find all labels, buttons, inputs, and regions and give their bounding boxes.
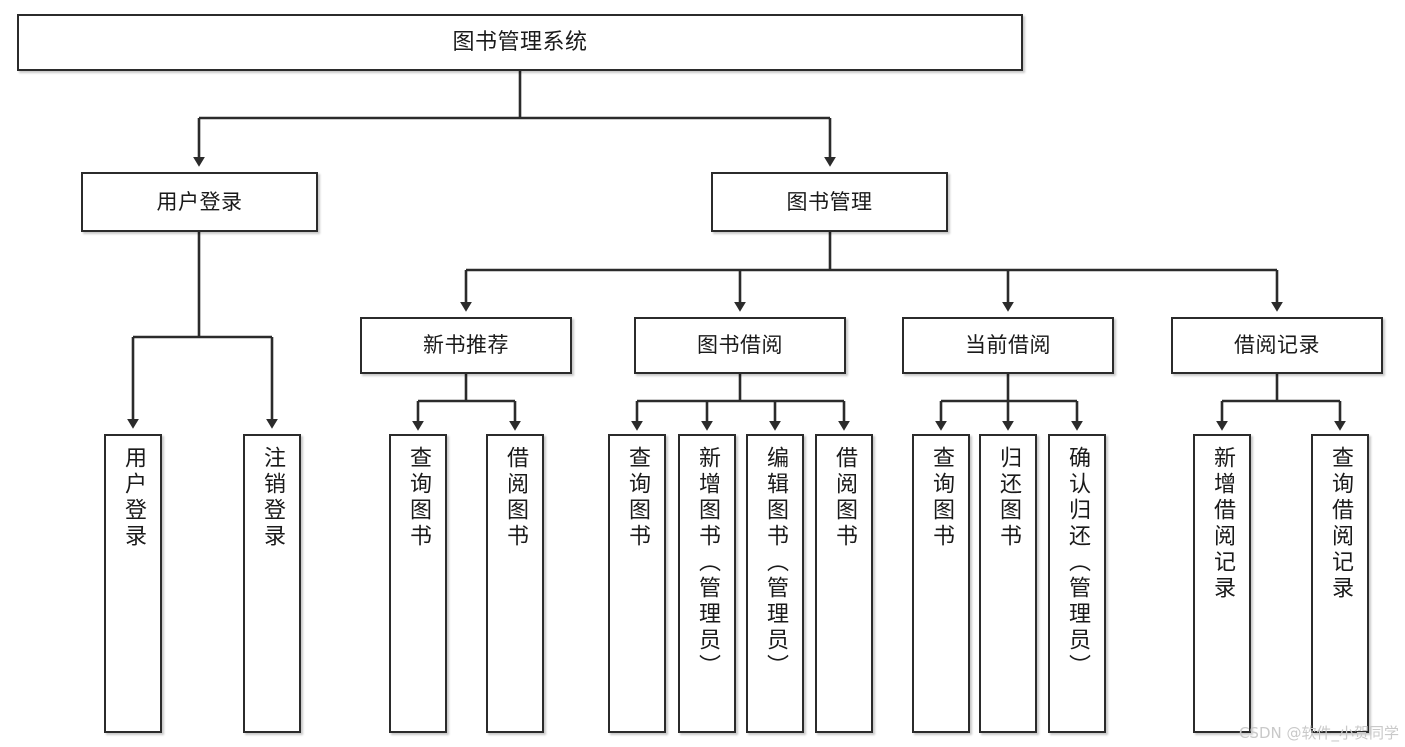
node-label: 新书推荐 [423, 333, 509, 358]
node-label: 借阅图书 [503, 446, 528, 550]
node-label: 当前借阅 [965, 333, 1051, 358]
node-label: 查询图书 [625, 446, 650, 550]
leaf-current-return-book[interactable]: 归还图书 [979, 434, 1037, 733]
node-label: 图书借阅 [697, 333, 783, 358]
node-label: 新增借阅记录 [1210, 446, 1235, 602]
node-label: 查询图书 [929, 446, 954, 550]
leaf-recommend-borrow-book[interactable]: 借阅图书 [486, 434, 544, 733]
leaf-borrow-add-book-admin[interactable]: 新增图书（管理员） [678, 434, 736, 733]
node-label: 注销登录 [260, 446, 285, 550]
leaf-borrow-edit-book-admin[interactable]: 编辑图书（管理员） [746, 434, 804, 733]
node-label: 新增图书（管理员） [695, 446, 720, 680]
node-label: 查询图书 [406, 446, 431, 550]
leaf-recommend-query-book[interactable]: 查询图书 [389, 434, 447, 733]
node-user-login[interactable]: 用户登录 [81, 172, 318, 232]
leaf-borrow-borrow-book[interactable]: 借阅图书 [815, 434, 873, 733]
leaf-current-query-book[interactable]: 查询图书 [912, 434, 970, 733]
node-book-borrow[interactable]: 图书借阅 [634, 317, 846, 374]
node-label: 图书管理 [786, 189, 873, 214]
node-new-book-recommend[interactable]: 新书推荐 [360, 317, 572, 374]
leaf-record-query-record[interactable]: 查询借阅记录 [1311, 434, 1369, 733]
node-label: 编辑图书（管理员） [763, 446, 788, 680]
leaf-user-login-logout[interactable]: 注销登录 [243, 434, 301, 733]
node-label: 图书管理系统 [452, 29, 588, 55]
leaf-borrow-query-book[interactable]: 查询图书 [608, 434, 666, 733]
leaf-record-add-record[interactable]: 新增借阅记录 [1193, 434, 1251, 733]
node-label: 借阅记录 [1234, 333, 1320, 358]
node-borrow-record[interactable]: 借阅记录 [1171, 317, 1383, 374]
node-label: 用户登录 [156, 189, 243, 214]
node-label: 查询借阅记录 [1328, 446, 1353, 602]
node-label: 用户登录 [121, 446, 146, 550]
node-label: 确认归还（管理员） [1065, 446, 1090, 680]
node-label: 归还图书 [996, 446, 1021, 550]
node-book-management[interactable]: 图书管理 [711, 172, 948, 232]
leaf-user-login-login[interactable]: 用户登录 [104, 434, 162, 733]
node-root-book-management-system[interactable]: 图书管理系统 [17, 14, 1023, 71]
leaf-current-confirm-return-admin[interactable]: 确认归还（管理员） [1048, 434, 1106, 733]
node-label: 借阅图书 [832, 446, 857, 550]
node-current-borrow[interactable]: 当前借阅 [902, 317, 1114, 374]
